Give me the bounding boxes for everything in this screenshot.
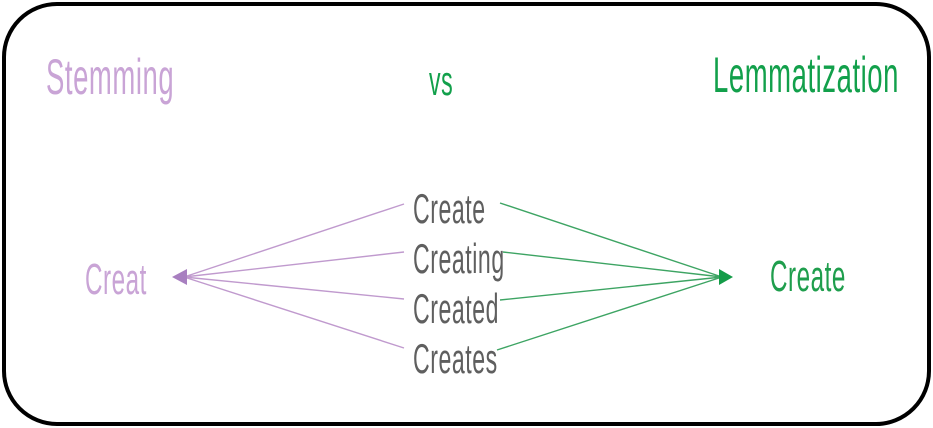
lemmatization-title: Lemmatization <box>713 47 899 103</box>
word-form-creates: Creates <box>413 335 498 382</box>
lemmatization-arrow-group <box>496 202 733 351</box>
stemming-line-creates <box>183 276 405 349</box>
lemmatization-result-word: Create <box>770 252 846 301</box>
stemming-title: Stemming <box>46 49 175 105</box>
stemming-line-created <box>183 276 405 300</box>
lemmatization-line-created <box>499 276 723 301</box>
vs-label: vs <box>429 57 454 104</box>
stemming-line-creating <box>183 251 405 278</box>
word-form-created: Created <box>413 285 500 332</box>
lemmatization-arrowhead-icon <box>719 269 733 285</box>
lemmatization-line-creating <box>502 251 723 278</box>
lemmatization-line-create <box>499 202 723 278</box>
word-form-creating: Creating <box>413 235 505 282</box>
stemming-line-create <box>183 203 405 278</box>
stemming-arrow-group <box>172 203 405 349</box>
stemming-result-word: Creat <box>85 255 147 304</box>
word-form-create: Create <box>413 185 486 232</box>
stemming-arrowhead-icon <box>172 269 187 285</box>
lemmatization-line-creates <box>496 276 723 351</box>
